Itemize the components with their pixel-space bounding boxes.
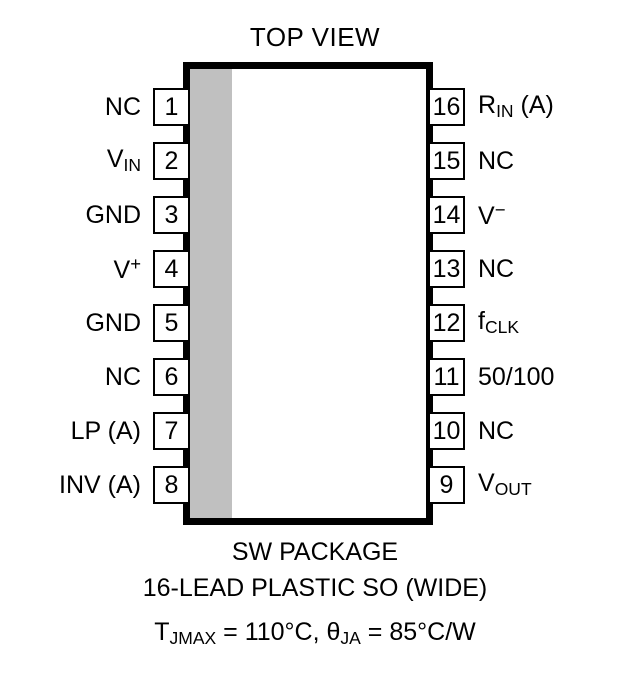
- pin-row-5: GND 5: [0, 304, 190, 342]
- pin-label-15: NC: [478, 146, 515, 175]
- pin-row-7: LP (A) 7: [0, 412, 190, 450]
- pin-number-14: 14: [428, 196, 465, 234]
- pin-label-16: RIN (A): [478, 91, 554, 122]
- pin-number-11: 11: [428, 358, 465, 396]
- pin-row-10: 10 NC: [428, 412, 630, 450]
- pin-row-16: 16 RIN (A): [428, 88, 630, 126]
- pin-label-2: VIN: [106, 145, 141, 176]
- pin-number-1: 1: [153, 88, 190, 126]
- pin-number-4: 4: [153, 250, 190, 288]
- caption-package-description: 16-LEAD PLASTIC SO (WIDE): [142, 574, 488, 602]
- pin-row-1: NC 1: [0, 88, 190, 126]
- pin-label-11: 50/100: [478, 362, 555, 391]
- pin-label-5: GND: [85, 308, 141, 337]
- pin-number-9: 9: [428, 466, 465, 504]
- pin-row-6: NC 6: [0, 358, 190, 396]
- pin-row-15: 15 NC: [428, 142, 630, 180]
- pin-number-7: 7: [153, 412, 190, 450]
- pin-number-16: 16: [428, 88, 465, 126]
- pin-number-15: 15: [428, 142, 465, 180]
- pin-number-8: 8: [153, 466, 190, 504]
- pin-number-6: 6: [153, 358, 190, 396]
- pin-row-9: 9 VOUT: [428, 466, 630, 504]
- pin-row-4: V+ 4: [0, 250, 190, 288]
- page-title: TOP VIEW: [249, 22, 381, 52]
- pin-label-7: LP (A): [70, 416, 141, 445]
- caption-thermal-spec: TJMAX = 110°C, θJA = 85°C/W: [154, 618, 476, 648]
- pin-label-12: fCLK: [478, 307, 519, 338]
- pin-number-10: 10: [428, 412, 465, 450]
- pin-row-3: GND 3: [0, 196, 190, 234]
- pin-number-5: 5: [153, 304, 190, 342]
- pin-row-12: 12 fCLK: [428, 304, 630, 342]
- pin-row-2: VIN 2: [0, 142, 190, 180]
- pin-row-8: INV (A) 8: [0, 466, 190, 504]
- pin-number-2: 2: [153, 142, 190, 180]
- pin-label-13: NC: [478, 254, 515, 283]
- pin-label-4: V+: [113, 253, 142, 284]
- pin-label-8: INV (A): [59, 470, 141, 499]
- pin-label-6: NC: [104, 362, 141, 391]
- pin-number-3: 3: [153, 196, 190, 234]
- pin-label-14: V−: [478, 199, 506, 230]
- pin-row-13: 13 NC: [428, 250, 630, 288]
- pin-label-1: NC: [104, 92, 141, 121]
- package-body-stripe: [190, 69, 232, 518]
- pin-row-14: 14 V−: [428, 196, 630, 234]
- pin-number-12: 12: [428, 304, 465, 342]
- caption-package-name: SW PACKAGE: [231, 538, 399, 566]
- pin-row-11: 11 50/100: [428, 358, 630, 396]
- pin-label-9: VOUT: [478, 469, 532, 500]
- pin-label-10: NC: [478, 416, 515, 445]
- pin-label-3: GND: [85, 200, 141, 229]
- pin-number-13: 13: [428, 250, 465, 288]
